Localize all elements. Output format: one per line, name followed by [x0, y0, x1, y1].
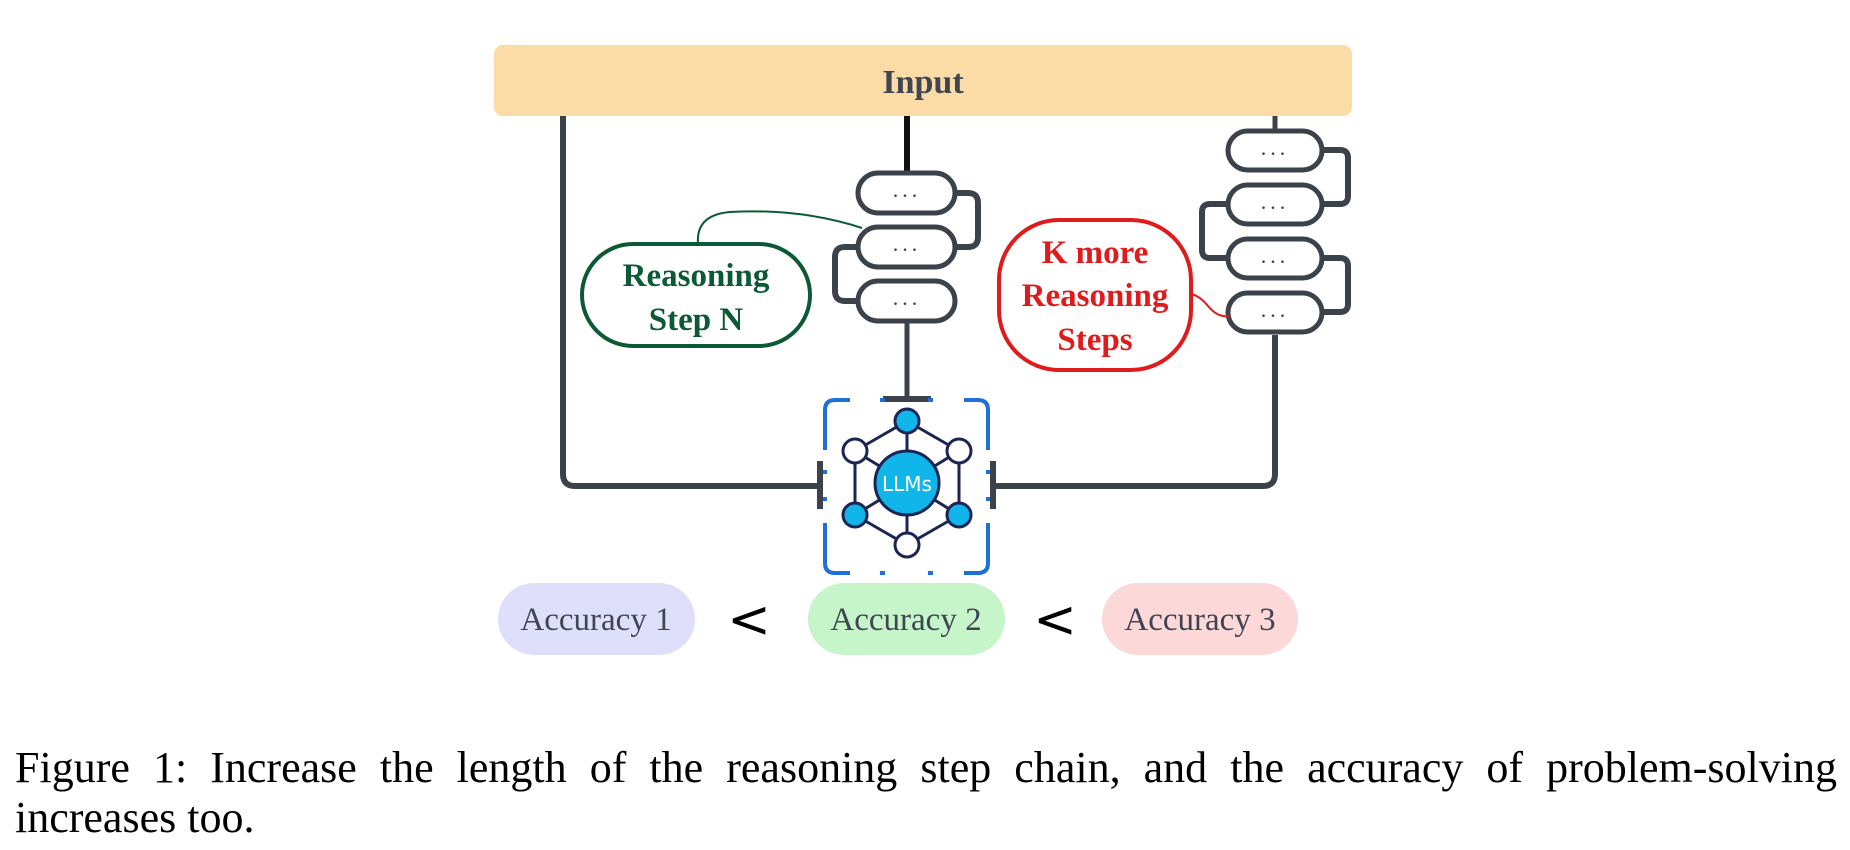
right-path-line	[995, 335, 1278, 489]
svg-text:...: ...	[1261, 243, 1290, 268]
caption-line-1: Figure 1: Increase the length of the rea…	[15, 743, 1837, 792]
caption-line-2: increases too.	[15, 793, 255, 842]
llm-core	[873, 449, 941, 517]
left-path-line	[560, 116, 818, 489]
node	[841, 501, 869, 529]
accuracy-pill-3: Accuracy 3	[1102, 583, 1298, 655]
k-more-line1: K more	[1042, 235, 1149, 271]
input-box	[494, 45, 1352, 116]
svg-text:...: ...	[893, 231, 922, 256]
svg-text:...: ...	[893, 285, 922, 310]
reasoning-step-line1: Reasoning	[623, 258, 770, 294]
right-chain: ... ... ... ...	[1199, 128, 1351, 335]
svg-text:Accuracy 3: Accuracy 3	[1124, 602, 1275, 638]
comparator-2: <	[1033, 590, 1077, 650]
svg-text:...: ...	[1261, 135, 1290, 160]
step-box: ...	[855, 278, 958, 324]
node	[945, 501, 973, 529]
middle-chain: ... ... ...	[832, 170, 981, 324]
chain-connector	[832, 244, 858, 304]
k-more-callout	[997, 218, 1193, 372]
svg-text:...: ...	[893, 177, 922, 202]
k-more-connector	[1190, 293, 1230, 318]
step-box: ...	[1225, 182, 1325, 227]
step-box: ...	[855, 224, 958, 270]
frame-corners	[823, 398, 990, 575]
reasoning-step-line2: Step N	[649, 302, 744, 338]
chain-connector	[1321, 255, 1351, 315]
diagram: Input ... ... ... Reasoning Step N	[494, 45, 1352, 655]
reasoning-step-callout	[580, 242, 812, 348]
llm-icon: LLMs	[823, 398, 990, 575]
node	[841, 437, 869, 465]
chain-connector	[1321, 147, 1351, 207]
reasoning-step-connector	[696, 210, 863, 244]
accuracy-pill-1: Accuracy 1	[498, 583, 695, 655]
svg-text:Accuracy 1: Accuracy 1	[520, 602, 671, 638]
k-more-line2: Reasoning	[1022, 278, 1169, 314]
input-label: Input	[882, 64, 964, 101]
chain-connector	[1199, 201, 1228, 261]
comparator-1: <	[727, 590, 771, 650]
step-box: ...	[1225, 236, 1325, 281]
svg-text:...: ...	[1261, 189, 1290, 214]
chain-connector	[955, 190, 981, 250]
step-box: ...	[1225, 290, 1325, 335]
node	[893, 407, 921, 435]
svg-text:...: ...	[1261, 297, 1290, 322]
node	[945, 437, 973, 465]
step-box: ...	[855, 170, 958, 216]
figure-caption: Figure 1: Increase the length of the rea…	[15, 743, 1837, 843]
accuracy-pill-2: Accuracy 2	[808, 583, 1005, 655]
svg-text:Accuracy 2: Accuracy 2	[830, 602, 981, 638]
node	[893, 531, 921, 559]
step-box: ...	[1225, 128, 1325, 173]
k-more-line3: Steps	[1057, 322, 1132, 358]
llm-label: LLMs	[882, 472, 932, 496]
